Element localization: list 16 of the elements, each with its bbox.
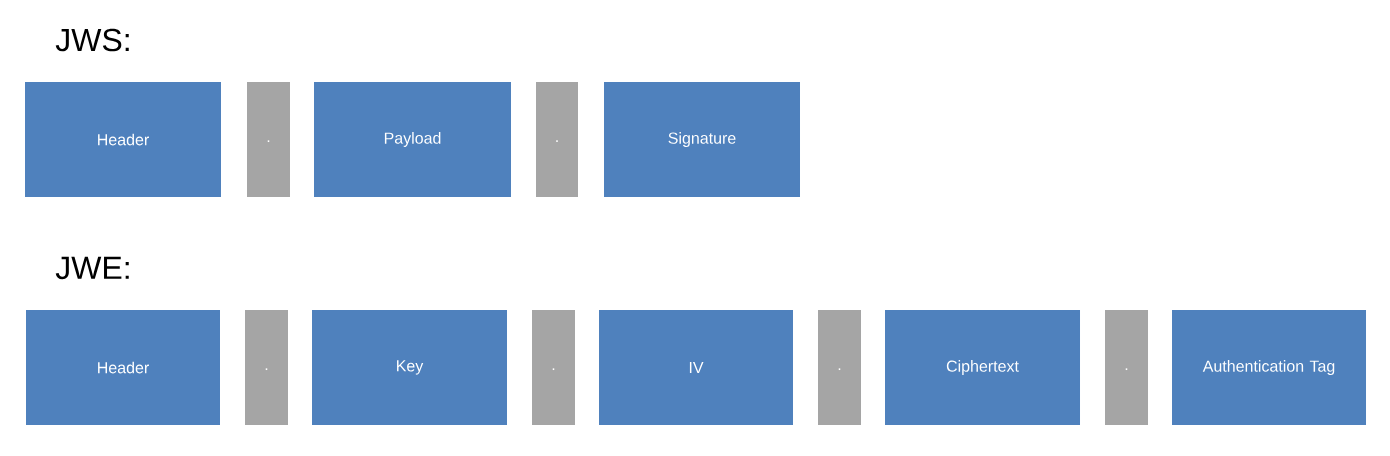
block: Ciphertext: [885, 310, 1080, 425]
block: IV: [599, 310, 793, 425]
section-title: JWE:: [55, 256, 129, 280]
block: Header: [25, 82, 221, 197]
separator-block: .: [247, 82, 290, 197]
separator-block: .: [818, 310, 861, 425]
separator-block: .: [536, 82, 578, 197]
block: Header: [26, 310, 220, 425]
block: Payload: [314, 82, 511, 197]
block: Authentication Tag: [1172, 310, 1366, 425]
separator-block: .: [1105, 310, 1148, 425]
block: Signature: [604, 82, 800, 197]
separator-block: .: [532, 310, 575, 425]
separator-block: .: [245, 310, 288, 425]
block: Key: [312, 310, 507, 425]
section-title: JWS:: [55, 28, 129, 52]
